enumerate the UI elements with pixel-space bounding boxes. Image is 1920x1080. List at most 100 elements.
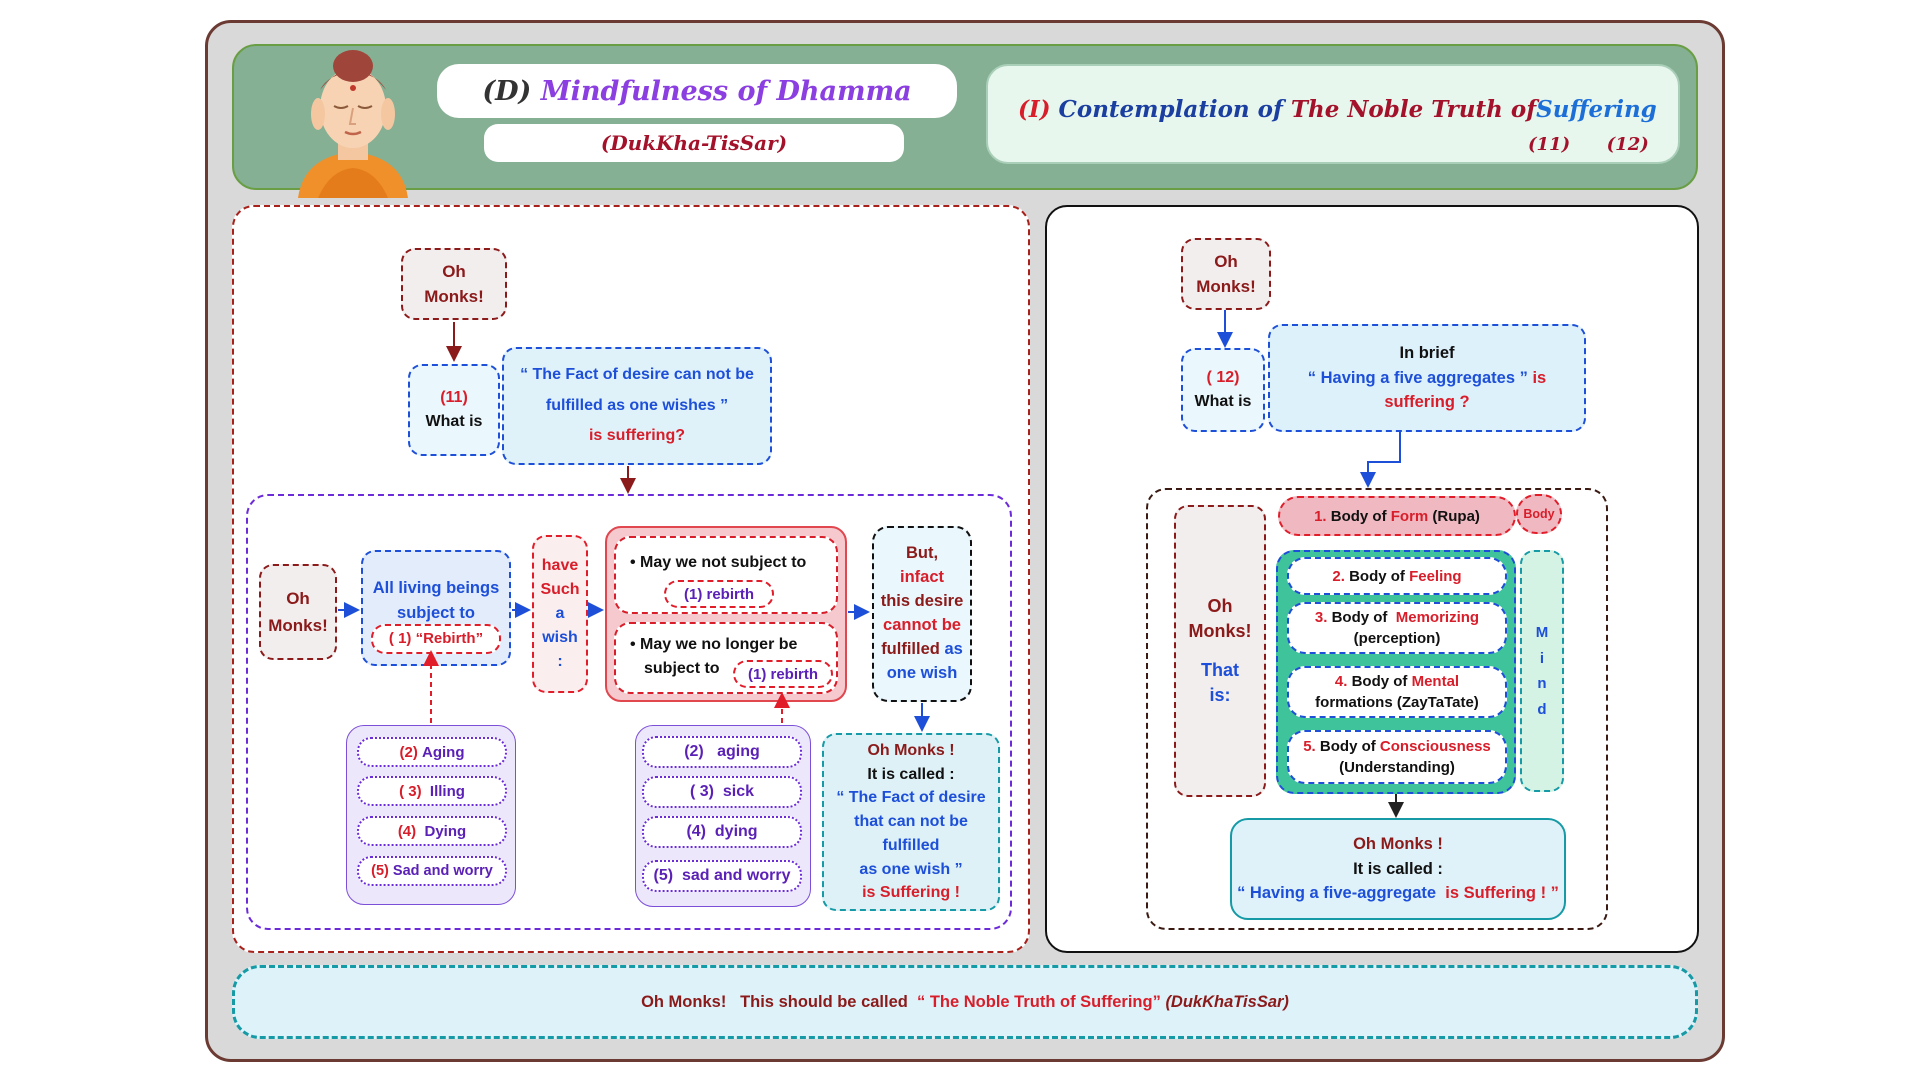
- footer-text-1: Oh Monks! This should be called: [641, 992, 908, 1011]
- header-num-12: (12): [1606, 134, 1649, 155]
- aggregate-hl: Feeling: [1409, 567, 1462, 585]
- cause-num: (4): [686, 823, 706, 840]
- all-beings-box: All living beings subject to ( 1) “Rebir…: [361, 550, 511, 666]
- header-contemplation-part1: Contemplation of: [1058, 96, 1283, 123]
- that-is-line4: is:: [1209, 685, 1231, 706]
- but-infact-box: But, infact this desire cannot be fulfil…: [872, 526, 972, 702]
- mind-tag: M i n d: [1520, 550, 1564, 792]
- what-is-label: What is: [1194, 393, 1252, 410]
- cause-text: Aging: [422, 743, 465, 761]
- cause-text: Illing: [429, 782, 465, 800]
- aggregate-pre: Body of: [1331, 609, 1388, 626]
- but-line6: one wish: [886, 663, 958, 682]
- what-is-label: What is: [425, 413, 483, 430]
- aggregate-num: 5.: [1303, 738, 1316, 755]
- aggregate-num: 1.: [1314, 507, 1327, 525]
- aggregate-pre: Body of: [1330, 507, 1387, 525]
- that-is-line3: That: [1201, 660, 1239, 680]
- what-is-11: (11) What is: [408, 364, 500, 456]
- called-line3a: “ Having a five-aggregate: [1237, 884, 1437, 903]
- wish-2-line2: subject to: [644, 660, 720, 677]
- what-is-12: ( 12) What is: [1181, 348, 1265, 432]
- cause-text: Dying: [424, 822, 467, 840]
- cause-a-sad: (5) Sad and worry: [357, 856, 507, 886]
- cause-b-sick: ( 3) sick: [642, 776, 802, 808]
- all-beings-line2: subject to: [397, 603, 475, 622]
- but-line3: this desire: [880, 592, 964, 611]
- cause-b-sad: (5) sad and worry: [642, 860, 802, 892]
- in-brief-box: In brief “ Having a five aggregates ” is…: [1268, 324, 1586, 432]
- in-brief-line1: In brief: [1399, 343, 1455, 362]
- aggregate-hl: Mental: [1411, 673, 1460, 690]
- cause-a-illing: ( 3) Illing: [357, 776, 507, 806]
- all-beings-line1: All living beings: [372, 579, 500, 597]
- footer-text-2: “ The Noble Truth of Suffering”: [917, 992, 1161, 1011]
- aggregate-post: (Understanding): [1339, 759, 1455, 776]
- footer-banner: Oh Monks! This should be called “ The No…: [232, 965, 1698, 1039]
- aggregate-post: (perception): [1353, 630, 1441, 647]
- cause-text: dying: [714, 823, 758, 840]
- wish-2-tag-text: (1) rebirth: [747, 665, 818, 683]
- wish-1: • May we not subject to (1) rebirth: [614, 536, 838, 614]
- body-tag-text: Body: [1523, 507, 1555, 521]
- mind-letter: i: [1539, 649, 1545, 667]
- cause-num: ( 3): [689, 783, 714, 800]
- header-contemplation-part3: Suffering: [1536, 96, 1657, 123]
- aggregate-form: 1. Body of Form (Rupa): [1278, 496, 1516, 536]
- cause-a-aging: (2) Aging: [357, 737, 507, 767]
- header-title-prefix: (D): [482, 75, 532, 107]
- monks-text: Monks!: [1196, 277, 1256, 296]
- cause-num: (5): [371, 863, 389, 879]
- oh-text: Oh: [1214, 251, 1238, 271]
- cause-text: sick: [722, 783, 755, 800]
- called-line4: that can not be: [854, 813, 968, 831]
- wish-2: • May we no longer be subject to (1) reb…: [614, 622, 838, 694]
- wish-2-rebirth-tag: (1) rebirth: [733, 660, 833, 688]
- in-brief-line2a: “ Having a five aggregates ”: [1307, 368, 1528, 387]
- cause-num: (2): [684, 743, 704, 760]
- aggregate-pre: Body of: [1349, 567, 1405, 585]
- header-contemplation-prefix: (I): [1018, 96, 1051, 123]
- called-line7: is Suffering !: [862, 884, 960, 902]
- aggregate-mental: 4. Body of Mental formations (ZayTaTate): [1287, 666, 1507, 718]
- wish-2-line1: • May we no longer be: [630, 636, 798, 653]
- but-line4: cannot be: [883, 616, 961, 634]
- colon-text: :: [557, 653, 563, 670]
- wish-1-text: • May we not subject to: [630, 554, 807, 571]
- header-contemplation-part2: The Noble Truth of: [1290, 96, 1537, 123]
- called-line6: as one wish ”: [859, 860, 963, 878]
- have-wish-box: have Such a wish :: [532, 535, 588, 693]
- aggregate-hl: Memorizing: [1395, 609, 1480, 626]
- aggregate-feeling: 2. Body of Feeling: [1287, 557, 1507, 595]
- header-subtitle: (DukKha-TisSar): [600, 131, 788, 155]
- called-line1: Oh Monks !: [867, 742, 955, 760]
- question-line1: “ The Fact of desire can not be: [520, 366, 754, 384]
- but-line5a: fulfilled: [881, 639, 940, 658]
- monks-text: Monks!: [424, 287, 484, 306]
- cause-num: (2): [399, 743, 418, 761]
- cause-num: (5): [653, 867, 674, 884]
- called-line2: It is called :: [867, 765, 955, 783]
- but-line2: infact: [899, 568, 944, 587]
- aggregate-hl: Consciousness: [1379, 738, 1491, 755]
- oh-text: Oh: [286, 588, 310, 608]
- wish-1-rebirth-tag: (1) rebirth: [664, 580, 774, 608]
- called-right-box: Oh Monks ! It is called : “ Having a fiv…: [1230, 818, 1566, 920]
- in-brief-line3: suffering ?: [1384, 393, 1470, 412]
- rebirth-tag: ( 1) “Rebirth”: [371, 624, 501, 654]
- cause-num: ( 3): [399, 782, 422, 800]
- called-line3: “ The Fact of desire: [836, 789, 986, 807]
- called-line3b: is Suffering ! ”: [1445, 884, 1559, 903]
- aggregate-pre: Body of: [1319, 738, 1376, 755]
- what-is-num: ( 12): [1206, 369, 1240, 386]
- mind-letter: M: [1535, 624, 1549, 641]
- called-left-box: Oh Monks ! It is called : “ The Fact of …: [822, 733, 1000, 911]
- cause-text: sad and worry: [681, 867, 791, 884]
- have-text: have: [541, 557, 579, 574]
- mind-letter: d: [1537, 700, 1547, 718]
- what-is-num: (11): [440, 389, 468, 406]
- cause-num: (4): [397, 822, 417, 840]
- mind-letter: n: [1537, 675, 1547, 692]
- aggregate-hl: Form: [1390, 507, 1429, 525]
- that-is-box: Oh Monks! That is:: [1174, 505, 1266, 797]
